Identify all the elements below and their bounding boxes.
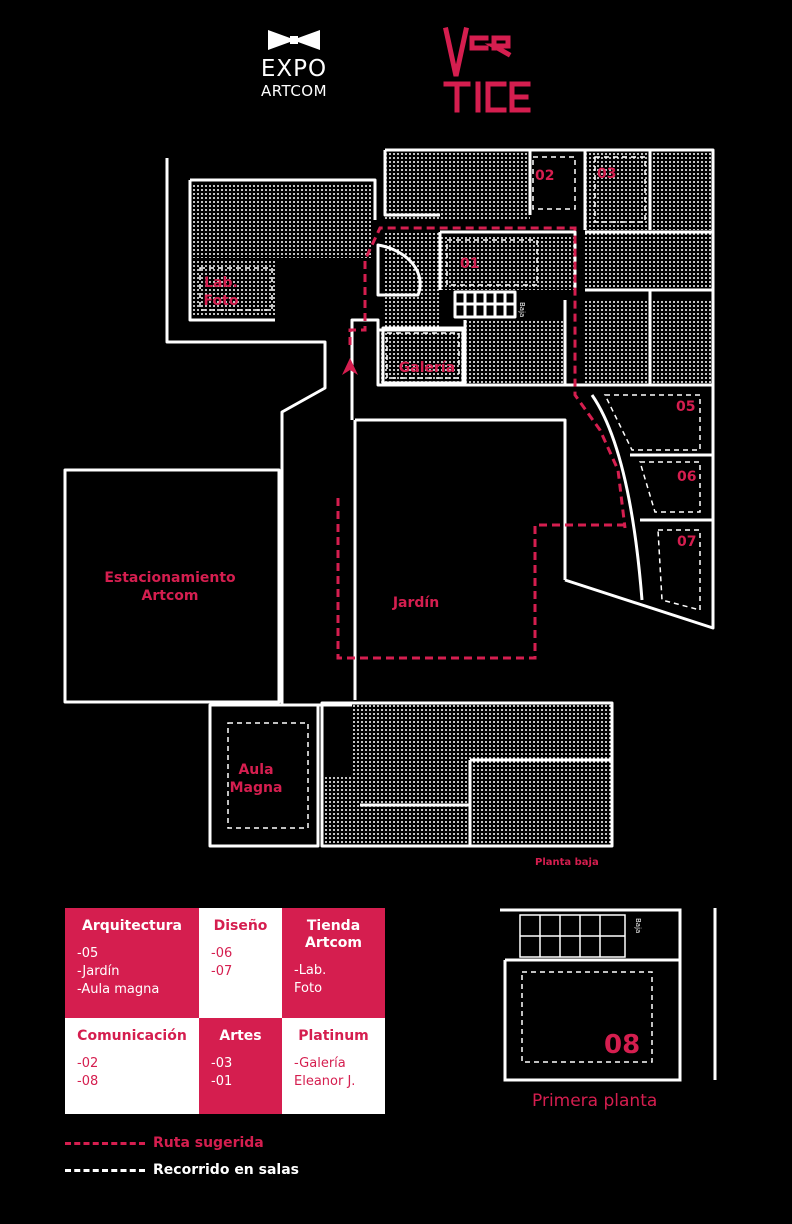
stairs-label: Baja — [518, 302, 526, 318]
estacionamiento-label: Estacionamiento Artcom — [80, 569, 260, 605]
legend-title: Arquitectura — [81, 918, 183, 934]
route-key-suggested: Ruta sugerida — [65, 1135, 264, 1151]
legend-item: -01 — [211, 1074, 233, 1089]
legend-item: -05 — [77, 946, 99, 961]
legend-title: Diseño — [213, 918, 268, 934]
legend-item: -03 — [211, 1056, 233, 1071]
lab-foto-label: Lab. Foto — [196, 274, 246, 310]
lab-foto-line2: Foto — [203, 293, 239, 309]
legend-item: -Jardín — [77, 964, 120, 979]
start-arrow-icon — [342, 358, 358, 375]
legend-item: -Lab. — [294, 963, 327, 978]
route-suggested-label: Ruta sugerida — [153, 1135, 264, 1151]
galeria-label: Galería — [398, 360, 456, 376]
suggested-route — [336, 226, 627, 660]
legend-arquitectura: Arquitectura -05 -Jardín -Aula magna — [65, 908, 199, 1018]
legend-item: -08 — [77, 1074, 99, 1089]
legend-item: -02 — [77, 1056, 99, 1071]
legend-item: -Galería — [294, 1056, 346, 1071]
legend-tienda-artcom: Tienda Artcom -Lab. Foto — [282, 908, 385, 1018]
jardin-label: Jardín — [392, 595, 440, 611]
legend-artes: Artes -03 -01 — [199, 1018, 282, 1114]
estacionamiento-line2: Artcom — [141, 588, 199, 604]
room-dashed-outlines — [199, 156, 701, 829]
white-dash-icon — [65, 1168, 145, 1172]
vertice-logo — [443, 27, 531, 113]
room-02: 02 — [535, 168, 555, 184]
bow-tie-icon — [268, 30, 320, 50]
legend-platinum: Platinum -Galería Eleanor J. — [282, 1018, 385, 1114]
first-floor-plan — [500, 908, 717, 1082]
aula-magna-label: Aula Magna — [228, 761, 284, 797]
room-07: 07 — [677, 534, 697, 550]
estacionamiento-line1: Estacionamiento — [104, 570, 236, 586]
logo-artcom-text: ARTCOM — [260, 82, 328, 100]
red-dash-icon — [65, 1141, 145, 1145]
legend-diseno: Diseño -06 -07 — [199, 908, 282, 1018]
legend-item: -06 — [211, 946, 233, 961]
first-floor-stairs-label: Baja — [634, 918, 642, 934]
dotted-rooms — [192, 150, 713, 846]
legend-item: -Aula magna — [77, 982, 160, 997]
legend-title: Comunicación — [77, 1028, 187, 1044]
room-03: 03 — [597, 166, 617, 182]
room-05: 05 — [676, 399, 696, 415]
aula-line2: Magna — [229, 780, 283, 796]
logo-expo-text: EXPO — [260, 56, 328, 82]
aula-line1: Aula — [238, 762, 274, 778]
first-floor-title: Primera planta — [532, 1091, 658, 1111]
walls — [63, 148, 715, 848]
room-08: 08 — [604, 1030, 641, 1060]
legend-item: Eleanor J. — [294, 1074, 356, 1089]
legend-title: Tienda Artcom — [305, 918, 362, 951]
legend-item: -07 — [211, 964, 233, 979]
lab-foto-line1: Lab. — [204, 275, 238, 291]
legend-title: Artes — [219, 1028, 262, 1044]
room-01: 01 — [460, 256, 480, 272]
legend-title: Platinum — [298, 1028, 369, 1044]
expo-artcom-logo: EXPO ARTCOM — [252, 28, 336, 100]
floor-label: Planta baja — [535, 857, 599, 868]
legend-item: Foto — [294, 981, 323, 996]
route-key-rooms: Recorrido en salas — [65, 1162, 299, 1178]
legend-grid: Arquitectura -05 -Jardín -Aula magna Dis… — [65, 908, 385, 1114]
room-06: 06 — [677, 469, 697, 485]
route-rooms-label: Recorrido en salas — [153, 1162, 300, 1178]
legend-comunicacion: Comunicación -02 -08 — [65, 1018, 199, 1114]
